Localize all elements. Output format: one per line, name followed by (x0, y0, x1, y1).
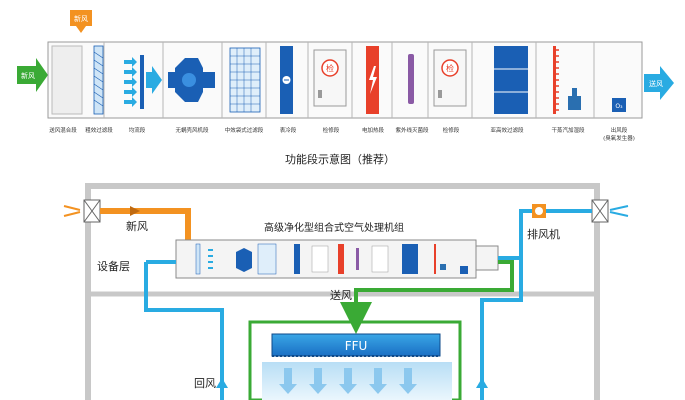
exhaust-fan-icon (532, 204, 546, 218)
exhaust-damper (591, 199, 629, 223)
flow-equalizer-icon (124, 55, 162, 109)
unit-title: 高级净化型组合式空气处理机组 (264, 221, 404, 234)
fresh-air-damper (63, 199, 101, 223)
section-label: 送风混合段 (49, 126, 77, 134)
ozone-generator-icon: O₃ (612, 98, 626, 112)
fresh-air-badge-label: 新风 (74, 14, 88, 23)
ahu-unit-mini (175, 239, 499, 279)
ffu-unit: FFU (271, 333, 441, 357)
steam-humidifier-icon (553, 46, 581, 114)
section-dividers (103, 42, 595, 118)
section-label: 出风段 (611, 126, 628, 134)
electric-heater-icon (366, 46, 379, 114)
section-label: 检修段 (323, 126, 340, 134)
section-label: (臭氧发生器) (603, 134, 635, 142)
inlet-arrow: 新风 (17, 58, 48, 92)
section-label: 紫外线灭菌段 (395, 126, 429, 134)
plug-fan-icon (168, 58, 215, 102)
uv-lamp-icon (408, 54, 414, 104)
fresh-air-label: 新风 (126, 219, 148, 233)
section-label: 中效袋式过滤段 (225, 126, 264, 134)
inspection-door-icon: 检 (433, 49, 467, 107)
return-air-label: 回风 (194, 377, 216, 390)
supply-air-duct: 送风 (330, 260, 514, 334)
ozone-glyph: O₃ (615, 103, 623, 110)
section-label: 表冷段 (280, 126, 297, 134)
cooling-coil-icon (280, 46, 293, 114)
coarse-filter-icon (93, 45, 104, 115)
equipment-floor-label: 设备层 (97, 259, 130, 273)
supply-air-label: 送风 (330, 288, 352, 302)
ffu-label: FFU (345, 339, 368, 353)
outlet-arrow: 送风 (644, 66, 674, 100)
exhaust-fan-label: 排风机 (527, 227, 560, 241)
top-ahu-diagram: 新风 新风 送风 (17, 10, 674, 166)
fresh-air-badge: 新风 (70, 10, 92, 33)
section-label: 粗效过滤段 (85, 126, 113, 134)
outlet-label: 送风 (649, 79, 663, 88)
section-label: 电加热段 (362, 126, 385, 134)
section-labels: 送风混合段 粗效过滤段 均流段 无蜗壳风机段 中效袋式过滤段 表冷段 检修段 电… (49, 126, 635, 142)
bottom-system-diagram: 新风 排风机 高级净化型组合式空气处理机组 (63, 183, 629, 400)
section-label: 亚高效过滤段 (490, 126, 524, 134)
return-air-duct (144, 209, 532, 400)
inlet-label: 新风 (21, 71, 35, 80)
section-label: 无蜗壳风机段 (175, 126, 209, 134)
section-label: 检修段 (443, 126, 460, 134)
section-label: 均流段 (129, 126, 146, 134)
sub-hepa-filter-icon (494, 46, 528, 114)
clean-airflow (262, 362, 452, 400)
top-diagram-caption: 功能段示意图（推荐） (285, 152, 395, 166)
inspection-door-icon: 检 (313, 49, 347, 107)
door-glyph: 检 (446, 63, 454, 73)
mix-section-icon (51, 45, 83, 115)
bag-filter-icon (229, 47, 261, 113)
fresh-air-duct: 新风 (100, 206, 191, 240)
door-glyph: 检 (326, 63, 334, 73)
section-label: 干蒸汽加湿段 (551, 126, 585, 134)
